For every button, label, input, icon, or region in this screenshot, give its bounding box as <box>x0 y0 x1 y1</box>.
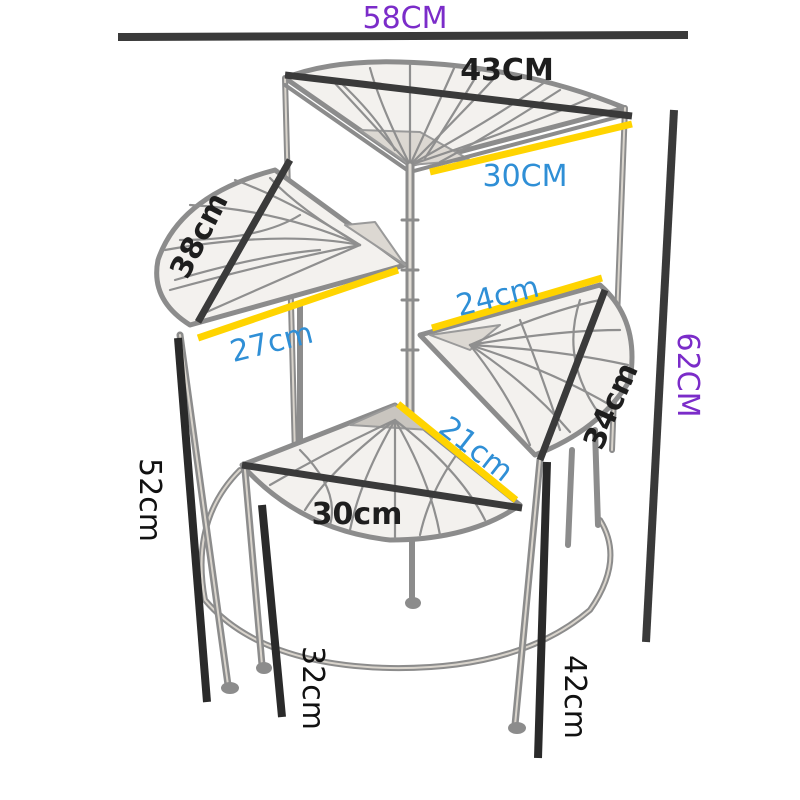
label-top-shelf-short: 30CM <box>482 159 567 194</box>
mid-left-long-line <box>194 158 294 324</box>
bottom-leg-line <box>258 504 286 718</box>
bottom-long-line <box>241 461 523 512</box>
right-leg-line <box>534 461 551 759</box>
left-leg-line <box>174 337 211 703</box>
mid-left-short-line <box>196 266 400 342</box>
plant-stand <box>154 59 635 734</box>
total-height-line <box>642 109 678 643</box>
bottom-shelf <box>239 402 544 734</box>
label-bottom-leg-height: 32cm <box>295 646 330 730</box>
label-right-leg-height: 42cm <box>557 655 592 739</box>
mid-right-short-line <box>431 274 603 332</box>
top-shelf-long-line <box>284 71 633 120</box>
bottom-short-line <box>395 401 519 503</box>
mid-right-long-line <box>536 288 609 462</box>
mid-right-shelf <box>417 282 635 548</box>
label-bottom-long: 30cm <box>312 497 403 532</box>
label-total-width: 58CM <box>362 1 447 36</box>
total-width-line <box>117 31 689 41</box>
top-shelf-short-line <box>429 120 633 176</box>
label-left-leg-height: 52cm <box>132 458 167 542</box>
label-top-shelf-long: 43CM <box>460 53 554 88</box>
dimension-lines <box>117 31 689 759</box>
label-total-height: 62CM <box>670 332 705 417</box>
